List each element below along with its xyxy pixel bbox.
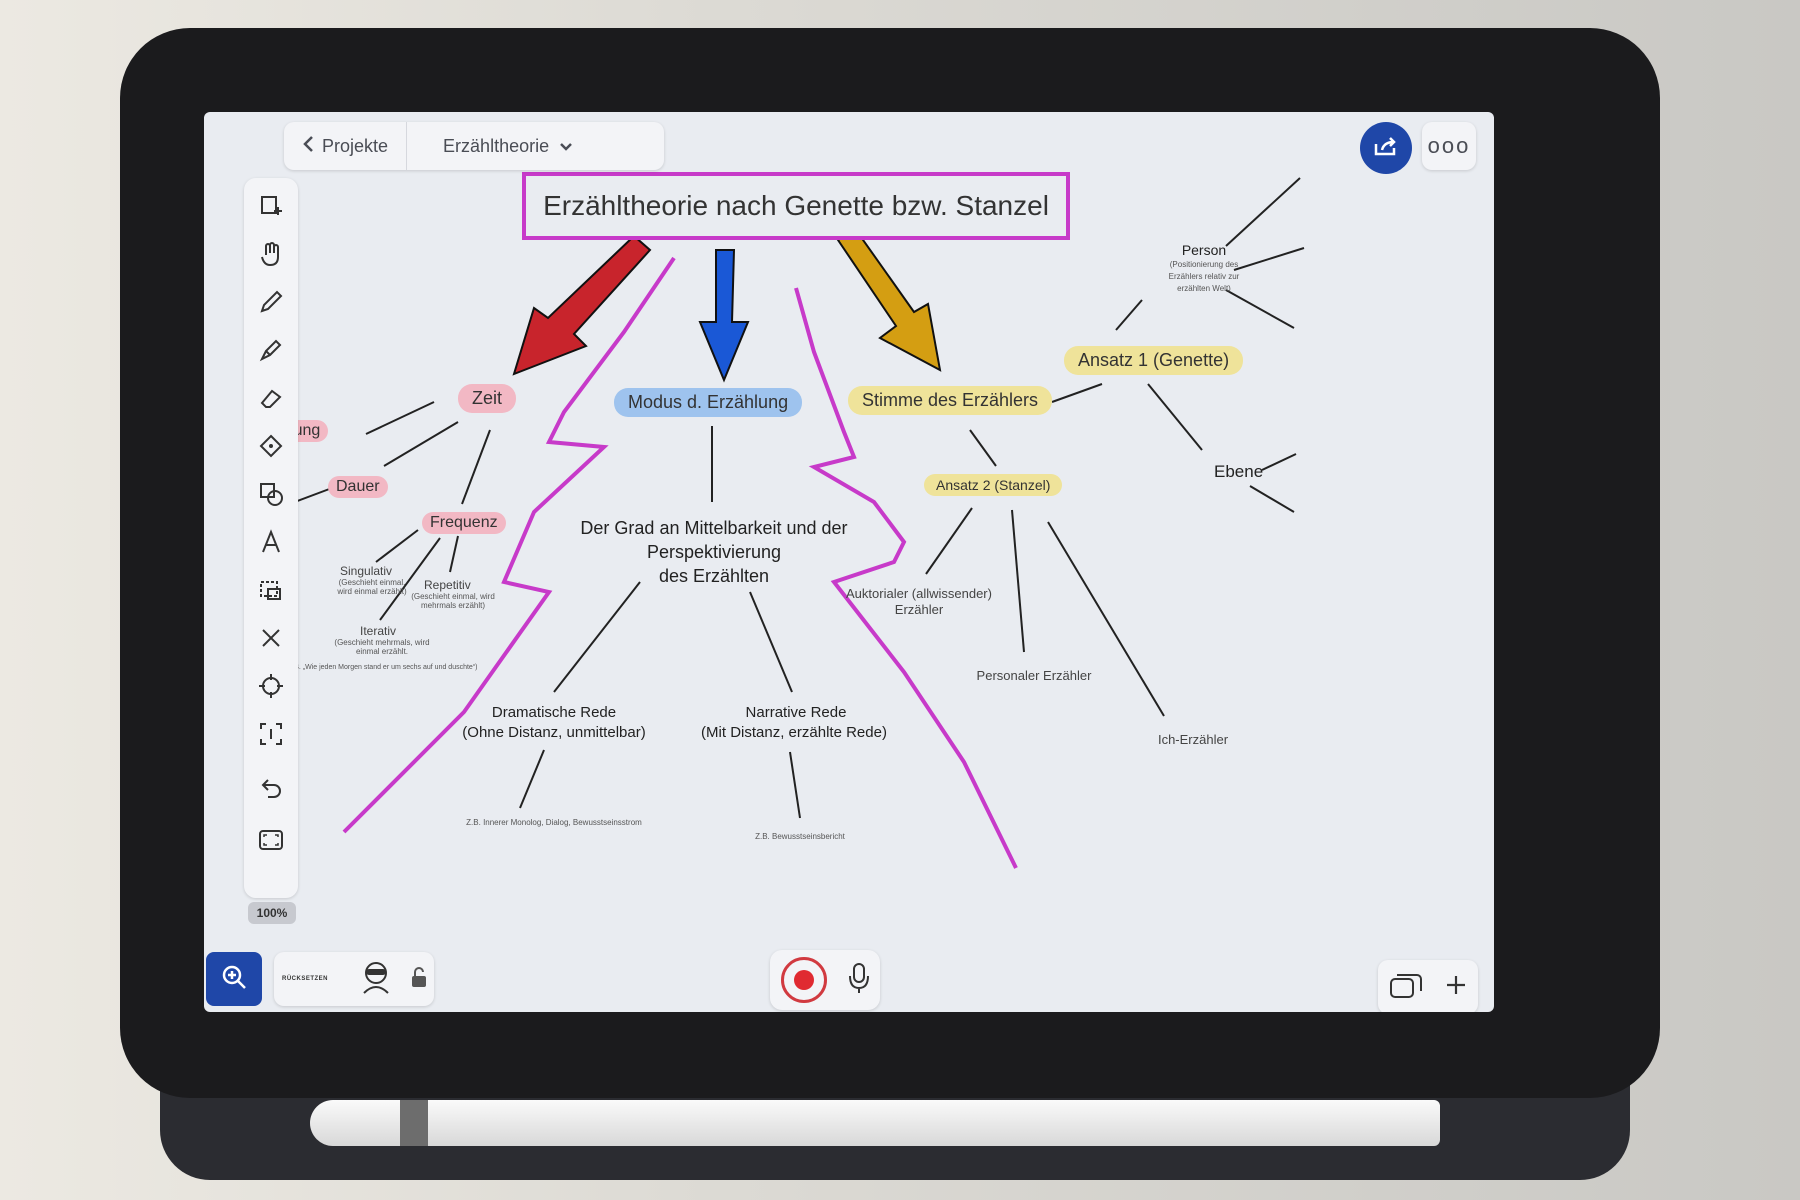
text-person-note-2: Erzählers relativ zur bbox=[1168, 272, 1240, 281]
text-person-note-3: erzählten Welt) bbox=[1177, 284, 1231, 293]
text-narrative-note: (Mit Distanz, erzählte Rede) bbox=[701, 724, 887, 741]
fill-icon bbox=[259, 434, 283, 458]
add-page-icon bbox=[261, 196, 282, 215]
zoom-button[interactable] bbox=[206, 952, 262, 1006]
reset-button[interactable]: RÜCKSETZEN bbox=[282, 976, 329, 982]
pages-panel bbox=[1378, 960, 1478, 1012]
tool-sidebar bbox=[244, 178, 298, 898]
tool-undo[interactable] bbox=[251, 768, 291, 808]
chevron-left-icon bbox=[302, 135, 314, 158]
text-personal: Personaler Erzähler bbox=[976, 668, 1092, 683]
mindmap-title[interactable]: Erzähltheorie nach Genette bzw. Stanzel bbox=[522, 172, 1070, 240]
tool-text[interactable] bbox=[251, 522, 291, 562]
presenter-icon[interactable] bbox=[358, 959, 394, 1000]
share-icon bbox=[1372, 134, 1400, 163]
tool-eraser[interactable] bbox=[251, 378, 291, 418]
tool-add-page[interactable] bbox=[251, 186, 291, 226]
undo-icon bbox=[261, 779, 281, 798]
record-icon bbox=[793, 970, 814, 990]
tool-close[interactable] bbox=[251, 618, 291, 658]
microphone-icon[interactable] bbox=[848, 962, 870, 999]
node-stimme[interactable]: Stimme des Erzählers bbox=[848, 386, 1053, 415]
text-auktorial: Auktorialer (allwissender) bbox=[846, 586, 992, 601]
text-person: Person bbox=[1181, 242, 1227, 258]
tool-hand[interactable] bbox=[251, 234, 291, 274]
arrow-blue bbox=[698, 249, 750, 383]
record-button[interactable] bbox=[780, 957, 827, 1003]
document-title: Erzähltheorie bbox=[443, 135, 550, 156]
text-singulativ-note: (Geschieht einmal, wird einmal erzählt) bbox=[337, 578, 407, 596]
tool-fullscreen[interactable] bbox=[251, 820, 291, 860]
share-button[interactable] bbox=[1360, 122, 1412, 174]
text-repetitiv-note: (Geschieht einmal, wird mehrmals erzählt… bbox=[411, 592, 495, 610]
hand-icon bbox=[261, 242, 279, 267]
text-icon bbox=[262, 529, 280, 553]
recording-panel bbox=[770, 950, 880, 1010]
stylus bbox=[310, 1100, 1440, 1146]
text-dramatische-note: (Ohne Distanz, unmittelbar) bbox=[462, 724, 646, 741]
plus-icon[interactable] bbox=[1445, 974, 1467, 1001]
text-person-note-1: (Positionierung des bbox=[1169, 260, 1239, 269]
text-repetitiv: Repetitiv bbox=[424, 578, 471, 592]
close-icon bbox=[262, 629, 280, 647]
canvas-drawing[interactable] bbox=[204, 112, 1494, 1012]
document-title-dropdown[interactable]: Erzähltheorie bbox=[407, 136, 609, 157]
zoom-level[interactable]: 100% bbox=[248, 902, 296, 924]
node-zeit[interactable]: Zeit bbox=[458, 384, 517, 413]
tool-frame-select[interactable] bbox=[251, 714, 291, 754]
tool-highlighter[interactable] bbox=[251, 330, 291, 370]
text-iterativ-note: (Geschieht mehrmals, wird einmal erzählt… bbox=[334, 638, 430, 656]
text-modus-desc-1: Der Grad an Mittelbarkeit und der bbox=[580, 518, 848, 538]
top-navigation-bar: Projekte Erzähltheorie bbox=[284, 122, 664, 170]
shapes-icon bbox=[260, 483, 283, 506]
node-dauer[interactable]: Dauer bbox=[328, 476, 388, 498]
tool-lasso[interactable] bbox=[251, 570, 291, 610]
back-button[interactable]: Projekte bbox=[284, 122, 408, 170]
node-ansatz1[interactable]: Ansatz 1 (Genette) bbox=[1064, 346, 1244, 375]
text-ich: Ich-Erzähler bbox=[1157, 732, 1229, 747]
text-iterativ-example: Z.B. „Wie jeden Morgen stand er um sechs… bbox=[288, 664, 478, 671]
node-modus[interactable]: Modus d. Erzählung bbox=[614, 388, 803, 417]
bottom-tool-panel: RÜCKSETZEN bbox=[274, 952, 434, 1006]
more-icon: ooo bbox=[1427, 133, 1471, 158]
app-screen: Erzähltheorie nach Genette bzw. Stanzel … bbox=[204, 112, 1494, 1012]
lasso-select-icon bbox=[260, 581, 281, 600]
node-frequenz[interactable]: Frequenz bbox=[422, 512, 506, 534]
text-modus-desc-2: Perspektivierung bbox=[646, 542, 782, 562]
text-iterativ: Iterativ bbox=[360, 624, 397, 638]
text-singulativ: Singulativ bbox=[340, 564, 393, 578]
lock-icon[interactable] bbox=[410, 966, 428, 993]
tool-fill[interactable] bbox=[251, 426, 291, 466]
arrow-red bbox=[512, 234, 652, 376]
arrow-gold bbox=[836, 228, 942, 372]
frame-select-icon bbox=[260, 723, 282, 745]
eraser-icon bbox=[260, 389, 282, 408]
tool-shapes[interactable] bbox=[251, 474, 291, 514]
zoom-in-icon bbox=[219, 962, 249, 997]
fullscreen-icon bbox=[259, 830, 283, 850]
more-button[interactable]: ooo bbox=[1422, 122, 1476, 170]
crosshair-icon bbox=[259, 674, 283, 698]
tool-pen[interactable] bbox=[251, 282, 291, 322]
tool-target[interactable] bbox=[251, 666, 291, 706]
text-narrative-example: Z.B. Bewusstseinsbericht bbox=[755, 832, 845, 841]
text-dramatische: Dramatische Rede bbox=[491, 704, 617, 721]
highlighter-icon bbox=[259, 339, 282, 362]
pen-icon bbox=[260, 290, 283, 313]
text-modus-desc-3: des Erzählten bbox=[658, 566, 770, 586]
divider-line-left bbox=[342, 256, 676, 834]
stylus-band bbox=[400, 1100, 428, 1146]
text-dramatische-example: Z.B. Innerer Monolog, Dialog, Bewusstsei… bbox=[466, 818, 642, 827]
back-label: Projekte bbox=[322, 135, 389, 156]
node-ansatz2[interactable]: Ansatz 2 (Stanzel) bbox=[924, 474, 1063, 496]
text-narrative: Narrative Rede bbox=[745, 704, 847, 721]
pages-icon[interactable] bbox=[1389, 971, 1423, 1004]
text-auktorial-2: Erzähler bbox=[894, 602, 944, 617]
divider-line-right bbox=[794, 287, 1018, 869]
chevron-down-icon bbox=[559, 136, 573, 157]
text-ebene: Ebene bbox=[1214, 462, 1264, 481]
